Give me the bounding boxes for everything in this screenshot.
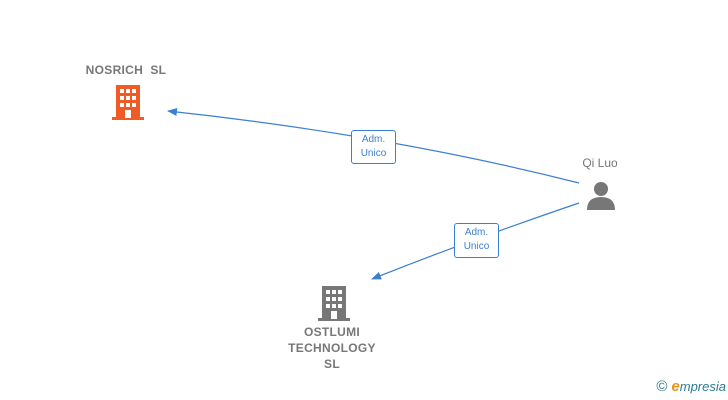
node-label-line: TECHNOLOGY bbox=[288, 341, 376, 355]
node-label-line: SL bbox=[324, 357, 340, 371]
edge-label-line: Adm. bbox=[464, 227, 489, 238]
edge-label-line: Unico bbox=[360, 148, 387, 159]
edge-label-qiluo-ostlumi[interactable]: Adm. Unico bbox=[454, 223, 499, 258]
node-label-ostlumi[interactable]: OSTLUMI TECHNOLOGY SL bbox=[272, 324, 392, 372]
edge-label-line: Adm. bbox=[361, 134, 386, 145]
building-icon[interactable] bbox=[318, 285, 350, 321]
brand-logo-text: mpresia bbox=[679, 379, 726, 394]
building-icon[interactable] bbox=[112, 84, 144, 120]
person-icon[interactable] bbox=[586, 180, 616, 210]
edge-label-qiluo-nosrich[interactable]: Adm. Unico bbox=[351, 130, 396, 164]
node-label-qiluo[interactable]: Qi Luo bbox=[582, 156, 618, 170]
node-label-line: OSTLUMI bbox=[303, 325, 361, 339]
brand-logo-initial: e bbox=[671, 378, 680, 395]
brand-logo: empresia bbox=[671, 378, 726, 395]
edge-label-line: Unico bbox=[463, 241, 490, 252]
node-label-nosrich[interactable]: NOSRICH SL bbox=[85, 63, 167, 77]
copyright-icon: © bbox=[656, 378, 668, 395]
empresia-watermark: © empresia bbox=[656, 378, 726, 395]
